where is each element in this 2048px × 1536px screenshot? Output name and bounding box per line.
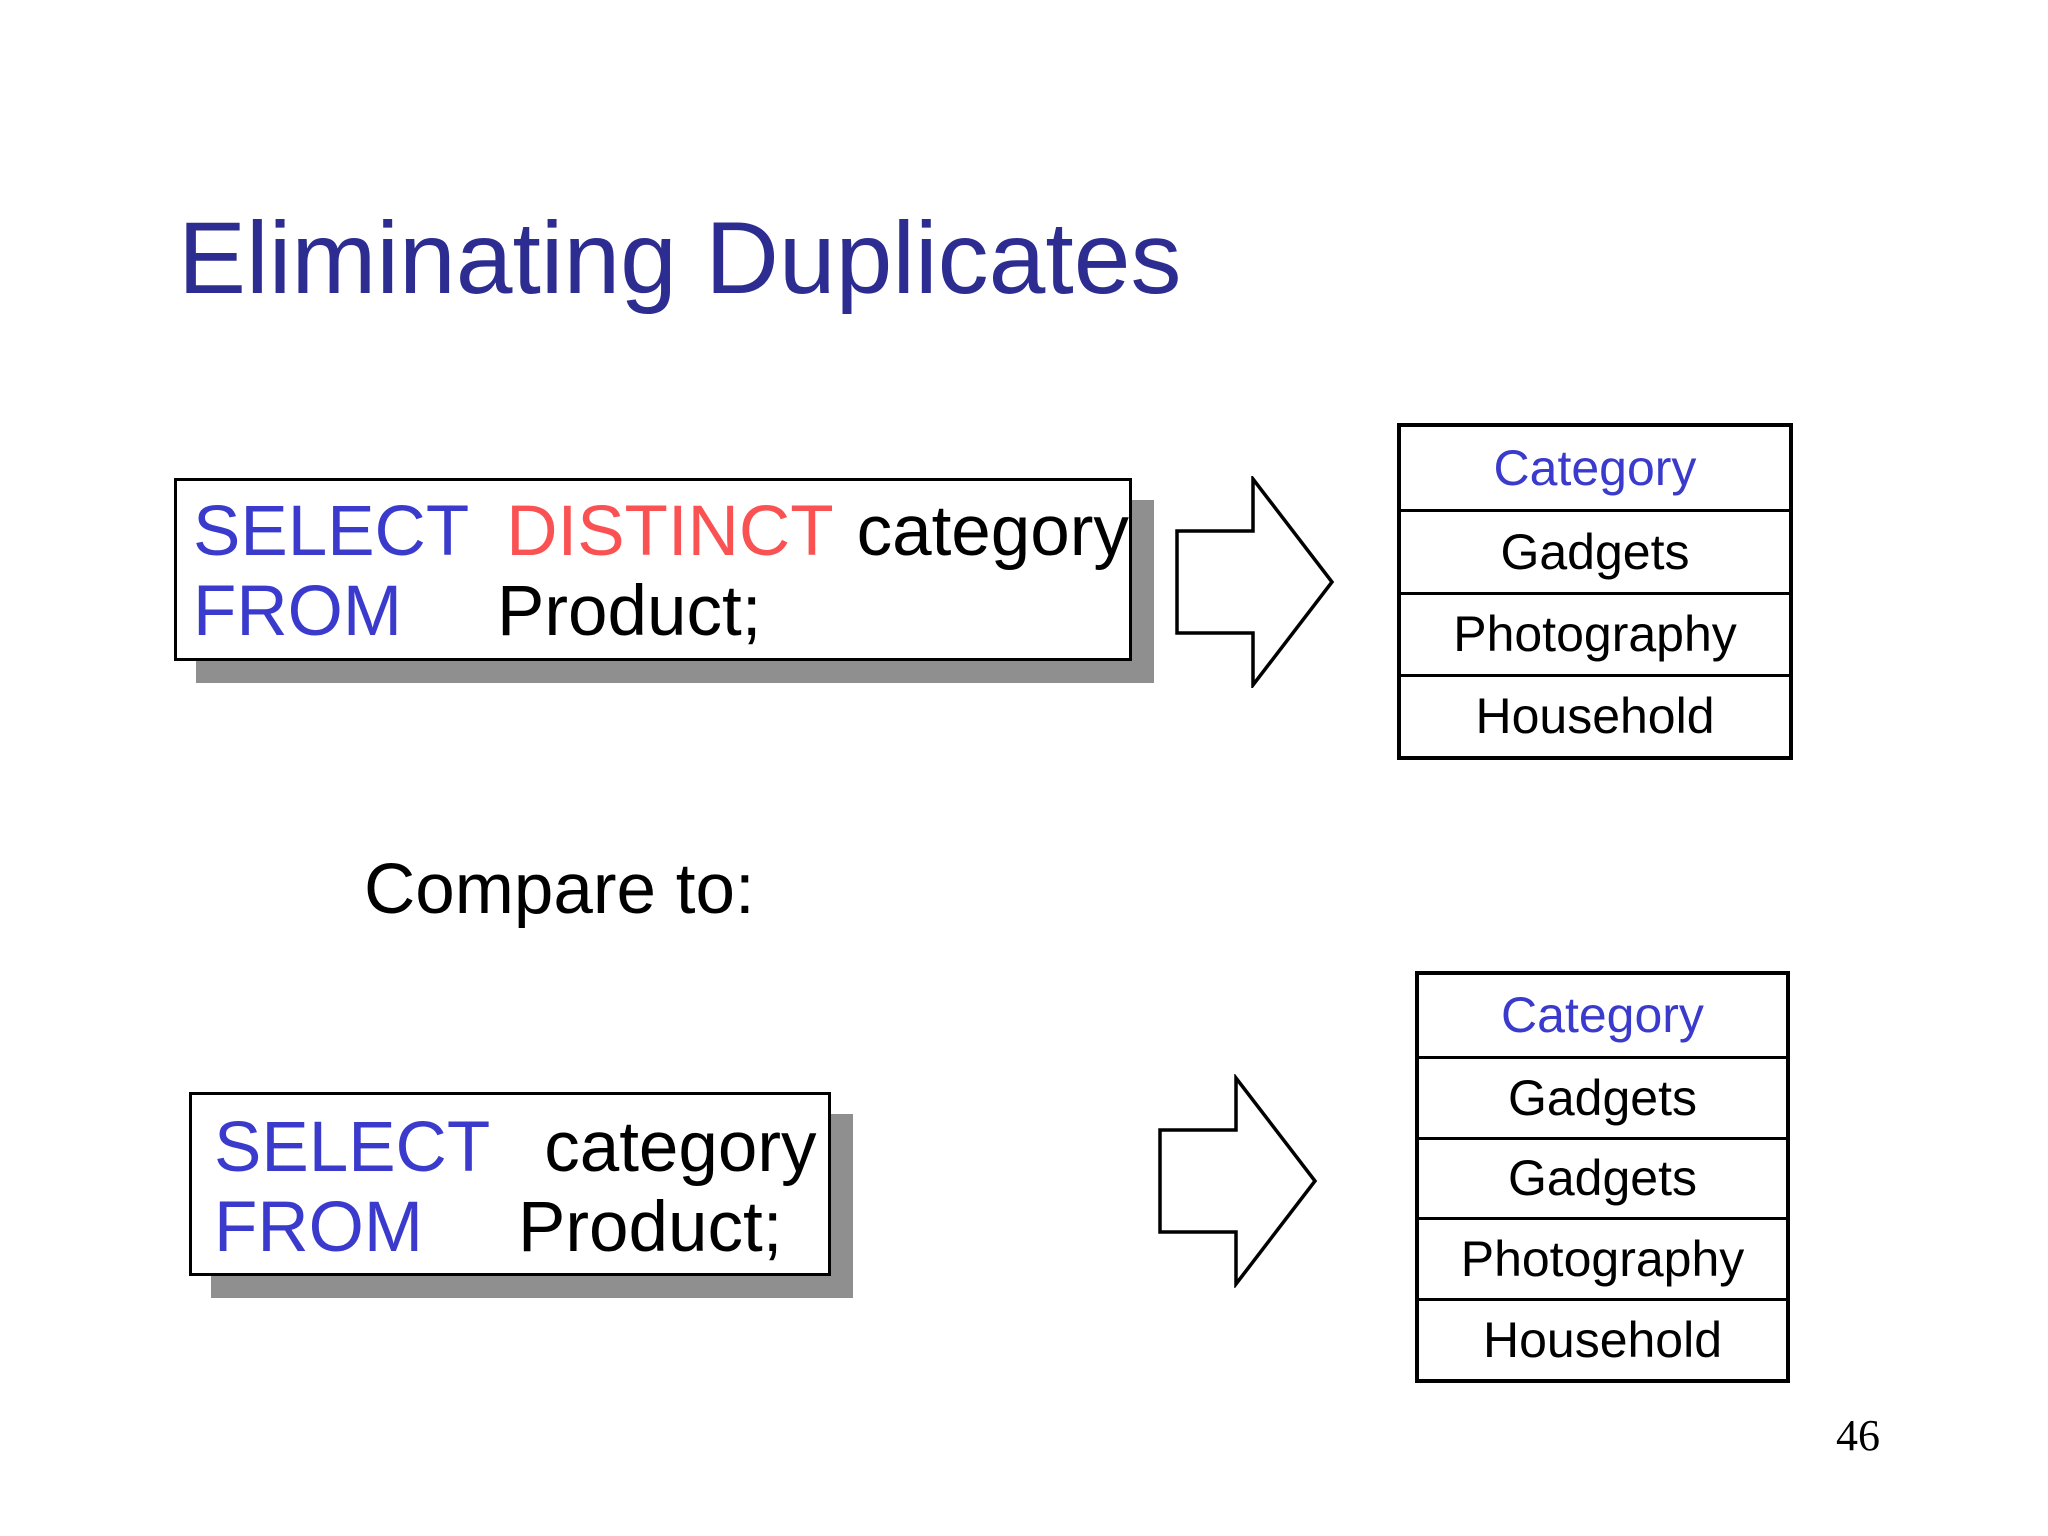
table-header-row: Category	[1419, 975, 1786, 1056]
sql-column-category: category	[544, 1108, 817, 1187]
table-header-category: Category	[1501, 987, 1704, 1044]
table-cell: Gadgets	[1507, 1150, 1697, 1207]
table-cell: Photography	[1453, 606, 1737, 663]
sql-line-from: FROM Product;	[193, 572, 1129, 652]
sql-line-from: FROM Product;	[214, 1188, 828, 1268]
table-cell: Household	[1475, 688, 1715, 745]
sql-keyword-distinct: DISTINCT	[506, 492, 834, 571]
table-row: Photography	[1401, 591, 1789, 674]
result-table-distinct: Category Gadgets Photography Household	[1397, 423, 1793, 760]
sql-keyword-from: FROM	[193, 572, 403, 651]
sql-query-box-plain: SELECT category FROM Product;	[189, 1092, 831, 1276]
table-row: Photography	[1419, 1217, 1786, 1298]
table-cell: Household	[1482, 1312, 1723, 1369]
slide-title: Eliminating Duplicates	[178, 201, 1182, 315]
sql-line-select: SELECT category	[214, 1108, 828, 1188]
table-row: Household	[1419, 1298, 1786, 1379]
sql-line-select-distinct: SELECT DISTINCT category	[193, 492, 1129, 572]
block-arrow-right-icon	[1175, 476, 1335, 688]
sql-keyword-from: FROM	[214, 1188, 424, 1267]
table-header-row: Category	[1401, 427, 1789, 509]
sql-table-product: Product;	[497, 572, 762, 651]
table-row: Gadgets	[1419, 1055, 1786, 1137]
table-row: Gadgets	[1401, 509, 1789, 591]
compare-to-label: Compare to:	[364, 850, 755, 929]
table-cell: Photography	[1460, 1231, 1745, 1288]
block-arrow-right-icon	[1158, 1074, 1318, 1288]
sql-keyword-select: SELECT	[193, 492, 470, 571]
table-row: Gadgets	[1419, 1136, 1786, 1218]
table-row: Household	[1401, 673, 1789, 756]
result-table-plain: Category Gadgets Gadgets Photography Hou…	[1415, 971, 1790, 1383]
table-header-category: Category	[1493, 440, 1697, 497]
sql-query-box-distinct: SELECT DISTINCT category FROM Product;	[174, 478, 1132, 661]
table-cell: Gadgets	[1500, 523, 1690, 580]
sql-table-product: Product;	[518, 1188, 783, 1267]
page-number: 46	[1836, 1411, 1880, 1460]
sql-keyword-select: SELECT	[214, 1108, 491, 1187]
sql-column-category: category	[856, 492, 1129, 571]
table-cell: Gadgets	[1507, 1069, 1697, 1126]
